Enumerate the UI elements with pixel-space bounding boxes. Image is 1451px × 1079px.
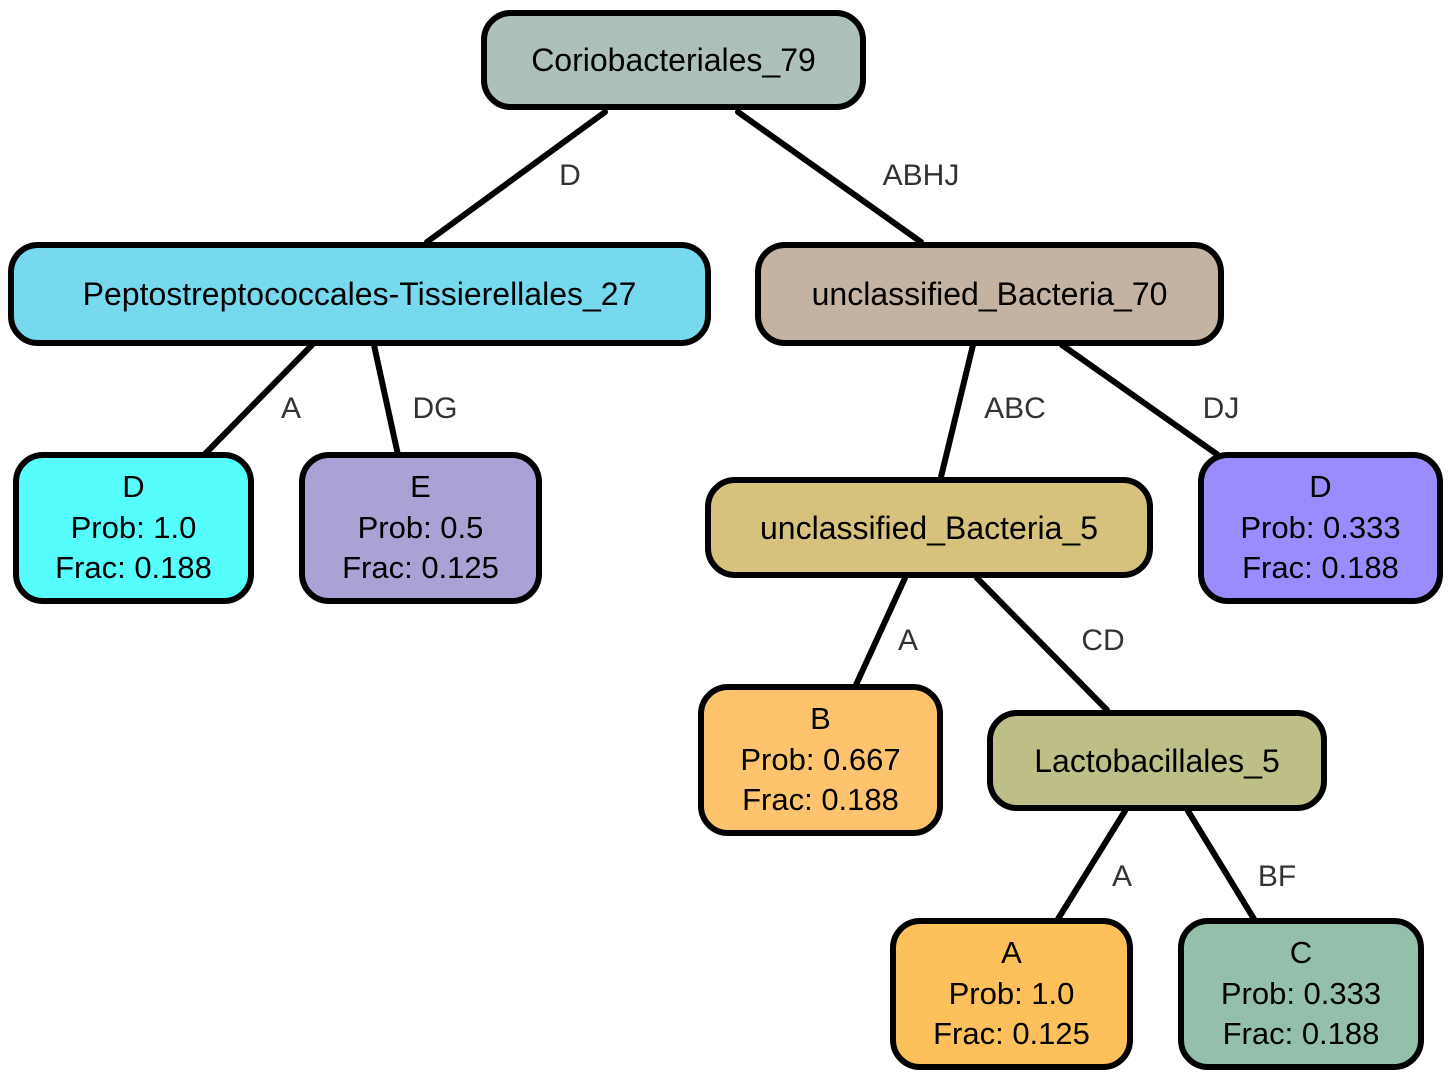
node-uncl70-label: unclassified_Bacteria_70 bbox=[811, 276, 1168, 312]
edge-lacto-leafC bbox=[1185, 808, 1257, 922]
edge-label-pepto-leafE: DG bbox=[412, 392, 458, 425]
node-lacto-label: Lactobacillales_5 bbox=[1034, 742, 1280, 779]
edge-label-uncl70-leafD2: DJ bbox=[1202, 392, 1240, 425]
leaf-node-A: A Prob: 1.0 Frac: 0.125 bbox=[890, 918, 1133, 1070]
node-uncl5: unclassified_Bacteria_5 bbox=[705, 477, 1153, 578]
leaf-E-class: E bbox=[410, 468, 431, 504]
leaf-A-prob: Prob: 1.0 bbox=[948, 975, 1075, 1011]
leaf-B-class: B bbox=[810, 700, 831, 736]
edge-label-pepto-leafD1: A bbox=[280, 392, 302, 425]
leaf-A-frac: Frac: 0.125 bbox=[933, 1016, 1090, 1052]
node-root-label: Coriobacteriales_79 bbox=[531, 42, 816, 78]
edge-label-root-uncl70: ABHJ bbox=[882, 159, 960, 192]
edge-label-uncl70-uncl5: ABC bbox=[984, 392, 1046, 425]
node-lacto: Lactobacillales_5 bbox=[987, 710, 1327, 811]
node-uncl5-label: unclassified_Bacteria_5 bbox=[760, 509, 1098, 546]
leaf-D2-frac: Frac: 0.188 bbox=[1242, 550, 1399, 586]
leaf-node-E: E Prob: 0.5 Frac: 0.125 bbox=[299, 452, 542, 604]
edge-label-lacto-leafA: A bbox=[1111, 860, 1133, 893]
edge-uncl70-uncl5 bbox=[938, 342, 976, 480]
leaf-C-frac: Frac: 0.188 bbox=[1222, 1016, 1380, 1052]
leaf-C-class: C bbox=[1289, 934, 1313, 970]
edge-root-uncl70 bbox=[735, 109, 924, 245]
leaf-node-B: B Prob: 0.667 Frac: 0.188 bbox=[698, 684, 943, 836]
leaf-D1-class: D bbox=[122, 468, 145, 504]
leaf-B-frac: Frac: 0.188 bbox=[742, 782, 899, 818]
edge-pepto-leafE bbox=[371, 342, 401, 458]
node-root: Coriobacteriales_79 bbox=[481, 10, 866, 110]
leaf-D1-prob: Prob: 1.0 bbox=[70, 509, 197, 545]
edge-lacto-leafA bbox=[1055, 808, 1128, 922]
node-uncl70: unclassified_Bacteria_70 bbox=[755, 242, 1224, 346]
leaf-E-prob: Prob: 0.5 bbox=[357, 509, 484, 545]
leaf-D1-frac: Frac: 0.188 bbox=[55, 550, 212, 586]
leaf-node-C: C Prob: 0.333 Frac: 0.188 bbox=[1178, 918, 1424, 1070]
edge-label-lacto-leafC: BF bbox=[1257, 860, 1297, 893]
leaf-A-class: A bbox=[1001, 934, 1022, 970]
leaf-D2-class: D bbox=[1309, 468, 1332, 504]
leaf-E-frac: Frac: 0.125 bbox=[342, 550, 499, 586]
leaf-C-prob: Prob: 0.333 bbox=[1220, 975, 1382, 1011]
leaf-node-D2: D Prob: 0.333 Frac: 0.188 bbox=[1198, 452, 1443, 604]
leaf-D2-prob: Prob: 0.333 bbox=[1240, 509, 1401, 545]
node-pepto: Peptostreptococcales-Tissierellales_27 bbox=[8, 242, 711, 346]
edge-label-uncl5-lacto: CD bbox=[1081, 624, 1125, 657]
node-pepto-label: Peptostreptococcales-Tissierellales_27 bbox=[82, 276, 637, 312]
edge-root-pepto bbox=[424, 109, 608, 245]
edge-uncl5-leafB bbox=[852, 575, 908, 690]
edge-label-root-pepto: D bbox=[559, 159, 581, 192]
edge-uncl70-leafD2 bbox=[1059, 342, 1221, 458]
edge-label-uncl5-leafB: A bbox=[897, 624, 919, 657]
leaf-node-D1: D Prob: 1.0 Frac: 0.188 bbox=[13, 452, 254, 604]
edge-pepto-leafD1 bbox=[201, 342, 315, 458]
leaf-B-prob: Prob: 0.667 bbox=[740, 741, 901, 777]
edge-uncl5-lacto bbox=[974, 575, 1110, 713]
